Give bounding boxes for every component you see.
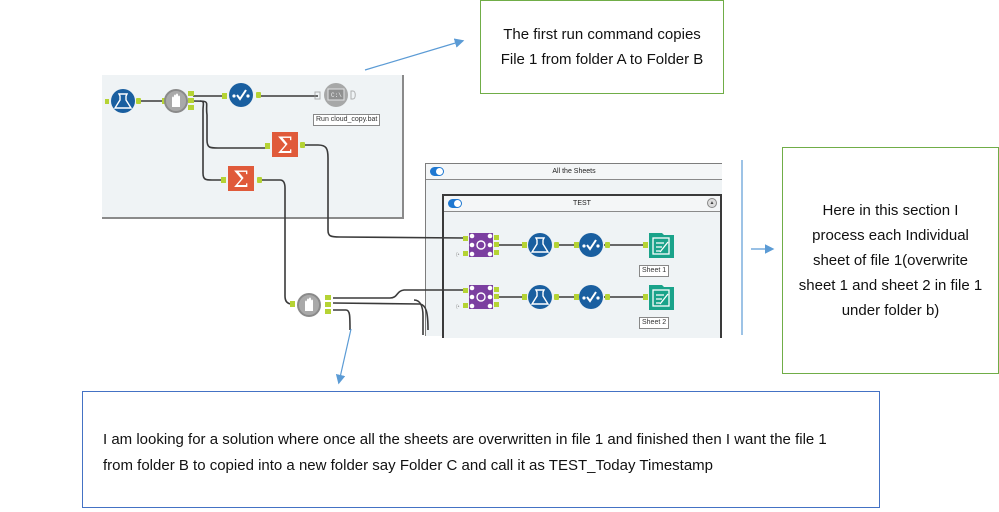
wire	[333, 309, 351, 331]
block-until-done-icon[interactable]	[290, 293, 331, 317]
svg-text:(•: (•	[456, 304, 460, 310]
container-test[interactable]: TEST ▲	[442, 194, 722, 338]
svg-text:C:\: C:\	[331, 92, 342, 99]
output-label-sheet-2: Sheet 2	[639, 317, 670, 329]
wire	[262, 179, 293, 305]
join-tool-icon[interactable]: (•	[456, 285, 499, 310]
run-command-label: Run cloud_copy.bat	[313, 114, 381, 126]
svg-text:Σ: Σ	[233, 168, 249, 193]
container-header-test[interactable]: TEST ▲	[444, 196, 720, 212]
container-title: TEST	[573, 200, 591, 207]
select-tool-icon[interactable]	[574, 233, 610, 257]
callout-top: The first run command copies File 1 from…	[480, 0, 724, 94]
summarize-tool-icon[interactable]: Σ	[221, 166, 262, 193]
callout-bottom-text[interactable]: I am looking for a solution where once a…	[103, 431, 827, 474]
select-tool-icon[interactable]	[222, 83, 261, 107]
join-tool-icon[interactable]: (•	[456, 233, 499, 258]
annotation-arrows	[335, 38, 775, 385]
wire	[332, 302, 429, 331]
arrow-to-bottom-callout	[335, 328, 352, 385]
wire	[413, 299, 424, 335]
container-toggle-icon[interactable]	[430, 167, 444, 176]
callout-bottom[interactable]: I am looking for a solution where once a…	[82, 391, 880, 508]
svg-text:Σ: Σ	[277, 134, 293, 159]
divider-line	[741, 160, 743, 335]
connection-wires	[136, 95, 645, 335]
output-label-sheet-1: Sheet 1	[639, 265, 670, 277]
output-tool-icon[interactable]	[643, 233, 674, 258]
formula-tool-icon[interactable]	[105, 89, 141, 113]
container-title: All the Sheets	[552, 168, 596, 175]
container-header-all-the-sheets[interactable]: All the Sheets	[426, 164, 722, 180]
block-until-done-icon[interactable]	[162, 89, 194, 113]
arrow-to-top-callout	[364, 38, 465, 71]
output-tool-icon[interactable]	[643, 285, 674, 310]
container-toggle-icon[interactable]	[448, 199, 462, 208]
formula-tool-icon[interactable]	[522, 285, 559, 309]
svg-text:(•: (•	[456, 252, 460, 258]
wire	[333, 289, 464, 299]
wire	[300, 144, 465, 239]
callout-top-text: The first run command copies File 1 from…	[500, 26, 704, 68]
collapse-icon[interactable]: ▲	[707, 198, 717, 208]
wire	[192, 100, 267, 149]
callout-right-text: Here in this section I process each Indi…	[798, 202, 983, 319]
callout-right: Here in this section I process each Indi…	[782, 147, 999, 374]
formula-tool-icon[interactable]	[522, 233, 559, 257]
select-tool-icon[interactable]	[574, 285, 610, 309]
summarize-tool-icon[interactable]: Σ	[265, 132, 305, 159]
wire	[199, 100, 221, 181]
run-command-icon[interactable]: C:\	[314, 83, 356, 107]
